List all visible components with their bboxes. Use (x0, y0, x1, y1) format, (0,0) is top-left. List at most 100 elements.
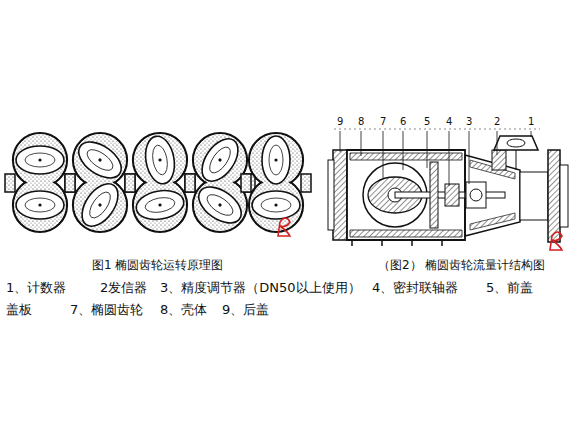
drawing-stroke (252, 191, 300, 219)
drawing-stroke (249, 178, 303, 232)
drawing-stroke (98, 203, 102, 207)
drawing-stroke (449, 131, 450, 186)
drawing-stroke (185, 132, 255, 232)
drawing-stroke (361, 131, 362, 156)
drawing-stroke (340, 131, 341, 152)
part-name: 2发信器 (100, 280, 147, 296)
drawing-stroke (328, 129, 568, 250)
drawing-stroke (65, 133, 135, 233)
callout-number: 3 (466, 116, 472, 128)
drawing-stroke (125, 174, 135, 192)
drawing-stroke (13, 133, 67, 187)
drawing-stroke (301, 174, 311, 192)
drawing-stroke (38, 203, 41, 206)
drawing-stroke (192, 180, 247, 230)
drawing-stroke (125, 133, 195, 232)
part-name: 3、精度调节器（DN50以上使用） (160, 280, 361, 296)
figure-caption: （图2） 椭圆齿轮流量计结构图 (378, 258, 545, 272)
drawing-stroke (441, 240, 443, 246)
drawing-stroke (269, 145, 283, 175)
part-name: 7、椭圆齿轮 (70, 302, 143, 318)
drawing-stroke (185, 174, 195, 192)
drawing-stroke (14, 179, 66, 231)
drawing-stroke (134, 179, 186, 231)
drawing-stroke (84, 146, 117, 175)
callout-number: 8 (358, 116, 364, 128)
drawing-stroke (73, 133, 127, 187)
drawing-stroke (144, 196, 176, 215)
drawing-stroke (445, 184, 459, 206)
drawing-stroke (134, 187, 186, 223)
drawing-stroke (195, 132, 245, 187)
drawing-stroke (411, 240, 413, 246)
drawing-stroke (25, 198, 55, 212)
drawing-stroke (151, 144, 170, 176)
drawing-stroke (14, 134, 66, 186)
drawing-stroke (185, 174, 195, 192)
drawing-stroke (516, 150, 517, 170)
drawing-stroke (560, 165, 568, 227)
drawing-stroke (16, 191, 64, 219)
callout-number: 2 (494, 116, 500, 128)
drawing-stroke (86, 189, 115, 222)
part-name: 8、壳体 (160, 302, 207, 318)
drawing-stroke (334, 129, 540, 130)
callout-number: 5 (424, 116, 430, 128)
drawing-stroke (16, 146, 64, 174)
part-name: 1、计数器 (6, 280, 66, 296)
drawing-stroke (142, 134, 178, 186)
drawing-stroke (134, 134, 186, 186)
drawing-stroke (16, 146, 64, 174)
drawing-stroke (125, 174, 135, 192)
part-name: 5、前盖 (486, 280, 533, 296)
drawing-stroke (241, 174, 251, 192)
part-name: 4、密封联轴器 (372, 280, 458, 296)
callout-number: 7 (380, 116, 386, 128)
callout-number: 1 (528, 116, 534, 128)
drawing-stroke (65, 174, 75, 192)
drawing-stroke (383, 131, 384, 178)
drawing-stroke (5, 129, 568, 250)
drawing-stroke (206, 144, 235, 177)
drawing-stroke (250, 179, 302, 231)
part-name: 9、后盖 (222, 302, 269, 318)
drawing-stroke (192, 180, 247, 230)
drawing-stroke (252, 191, 300, 219)
drawing-stroke (333, 150, 347, 240)
drawing-stroke (381, 240, 383, 246)
drawing-stroke (218, 203, 222, 207)
drawing-stroke (548, 150, 560, 242)
drawing-stroke (261, 198, 291, 212)
drawing-stroke (507, 139, 525, 147)
drawing-stroke (193, 178, 247, 232)
drawing-stroke (13, 178, 67, 232)
drawing-stroke (351, 240, 353, 246)
drawing-stroke (72, 135, 127, 185)
drawing-stroke (72, 135, 127, 185)
drawing-stroke (133, 133, 187, 187)
drawing-stroke (98, 158, 102, 162)
drawing-stroke (158, 203, 162, 207)
drawing-stroke (5, 174, 15, 192)
drawing-stroke (5, 133, 75, 232)
drawing-stroke (195, 132, 245, 187)
drawing-stroke (494, 136, 538, 150)
drawing-stroke (65, 174, 75, 192)
drawing-stroke (520, 172, 548, 220)
drawing-stroke (241, 133, 311, 232)
drawing-stroke (38, 158, 41, 161)
drawing-stroke (250, 134, 302, 186)
drawing-stroke (262, 136, 290, 184)
drawing-stroke (249, 133, 303, 187)
drawing-stroke (158, 158, 162, 162)
drawing-stroke (278, 218, 290, 236)
drawing-stroke (218, 158, 222, 162)
drawing-stroke (16, 191, 64, 219)
drawing-stroke (204, 191, 237, 220)
drawing-stroke (550, 232, 562, 250)
drawing-stroke (142, 134, 178, 186)
drawing-stroke (133, 178, 187, 232)
drawing-stroke (274, 158, 277, 161)
